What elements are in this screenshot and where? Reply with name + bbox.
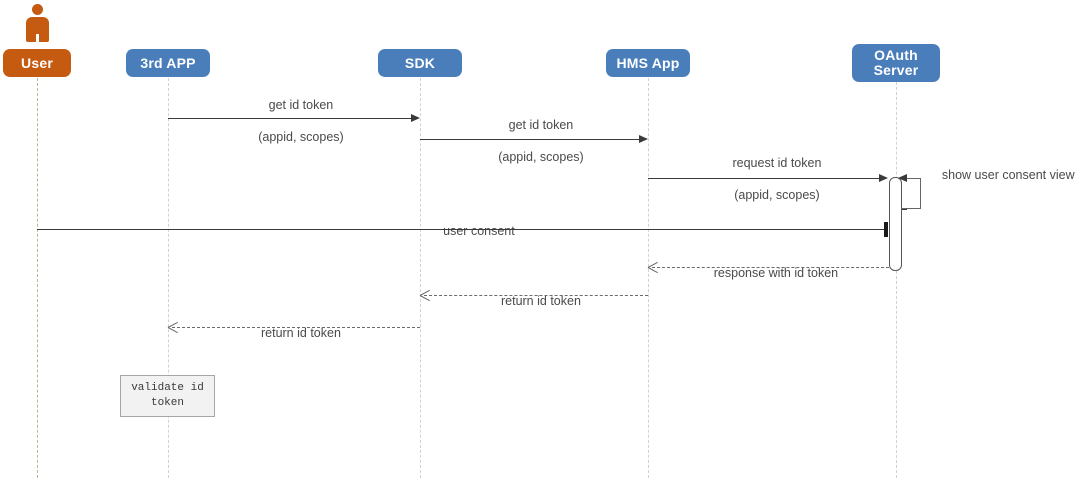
message-3-arrowhead xyxy=(879,173,888,182)
participant-oauth-server[interactable]: OAuth Server xyxy=(852,44,940,82)
participant-hms-app-label: HMS App xyxy=(616,54,680,71)
message-2-line1: get id token xyxy=(508,118,574,132)
actor-head xyxy=(32,4,43,15)
actor-body xyxy=(26,17,49,42)
message-5-line1: user consent xyxy=(443,224,515,238)
participant-sdk[interactable]: SDK xyxy=(378,49,462,77)
message-2-label: get id token (appid, scopes) xyxy=(420,101,648,181)
message-3-line2: (appid, scopes) xyxy=(734,188,820,202)
message-3-line1: request id token xyxy=(732,156,822,170)
lifeline-sdk xyxy=(420,78,421,478)
message-1-line xyxy=(168,118,412,119)
lifeline-oauth-server xyxy=(896,82,897,478)
message-1-arrowhead xyxy=(411,113,420,122)
actor-leg-split xyxy=(36,34,39,43)
participant-3rd-app-label: 3rd APP xyxy=(140,54,196,71)
participant-hms-app[interactable]: HMS App xyxy=(606,49,690,77)
message-4-return-line xyxy=(902,209,907,210)
participant-3rd-app[interactable]: 3rd APP xyxy=(126,49,210,77)
message-1-label: get id token (appid, scopes) xyxy=(168,81,420,161)
participant-user-label: User xyxy=(21,54,53,71)
message-4-selfloop xyxy=(901,178,921,209)
lifeline-3rd-app xyxy=(168,78,169,478)
note-validate-id-token-text: validate id token xyxy=(131,382,204,409)
message-8-line1: return id token xyxy=(260,326,341,340)
message-3-label: request id token (appid, scopes) xyxy=(648,139,892,219)
participant-user[interactable]: User xyxy=(3,49,71,77)
message-5-label: user consent xyxy=(372,207,572,255)
message-2-line xyxy=(420,139,640,140)
message-8-line xyxy=(172,327,420,328)
participant-sdk-label: SDK xyxy=(404,54,436,71)
participant-oauth-server-label: OAuth Server xyxy=(873,47,919,78)
lifeline-user xyxy=(37,78,38,478)
message-5-line xyxy=(37,229,888,230)
user-actor-icon xyxy=(23,4,52,46)
message-8-label: return id token xyxy=(168,309,420,357)
note-validate-id-token: validate id token xyxy=(120,375,215,417)
message-3-line xyxy=(648,178,880,179)
message-7-arrowhead xyxy=(420,290,430,301)
message-7-label: return id token xyxy=(420,277,648,325)
message-2-arrowhead xyxy=(639,134,648,143)
message-6-line xyxy=(652,267,889,268)
message-4-label: show user consent view xyxy=(928,151,1078,199)
message-4-line1: show user consent view xyxy=(941,168,1075,182)
message-1-line2: (appid, scopes) xyxy=(258,130,344,144)
message-6-arrowhead xyxy=(648,262,658,273)
message-5-arrowhead xyxy=(884,222,888,237)
message-6-line1: response with id token xyxy=(713,266,839,280)
message-1-line1: get id token xyxy=(268,98,334,112)
lifeline-hms-app xyxy=(648,78,649,478)
message-7-line1: return id token xyxy=(500,294,581,308)
message-6-label: response with id token xyxy=(648,249,890,297)
message-2-line2: (appid, scopes) xyxy=(498,150,584,164)
oauth-activation-bar xyxy=(889,177,902,271)
message-7-line xyxy=(424,295,648,296)
message-8-arrowhead xyxy=(168,322,178,333)
message-4-arrowhead xyxy=(898,173,907,182)
